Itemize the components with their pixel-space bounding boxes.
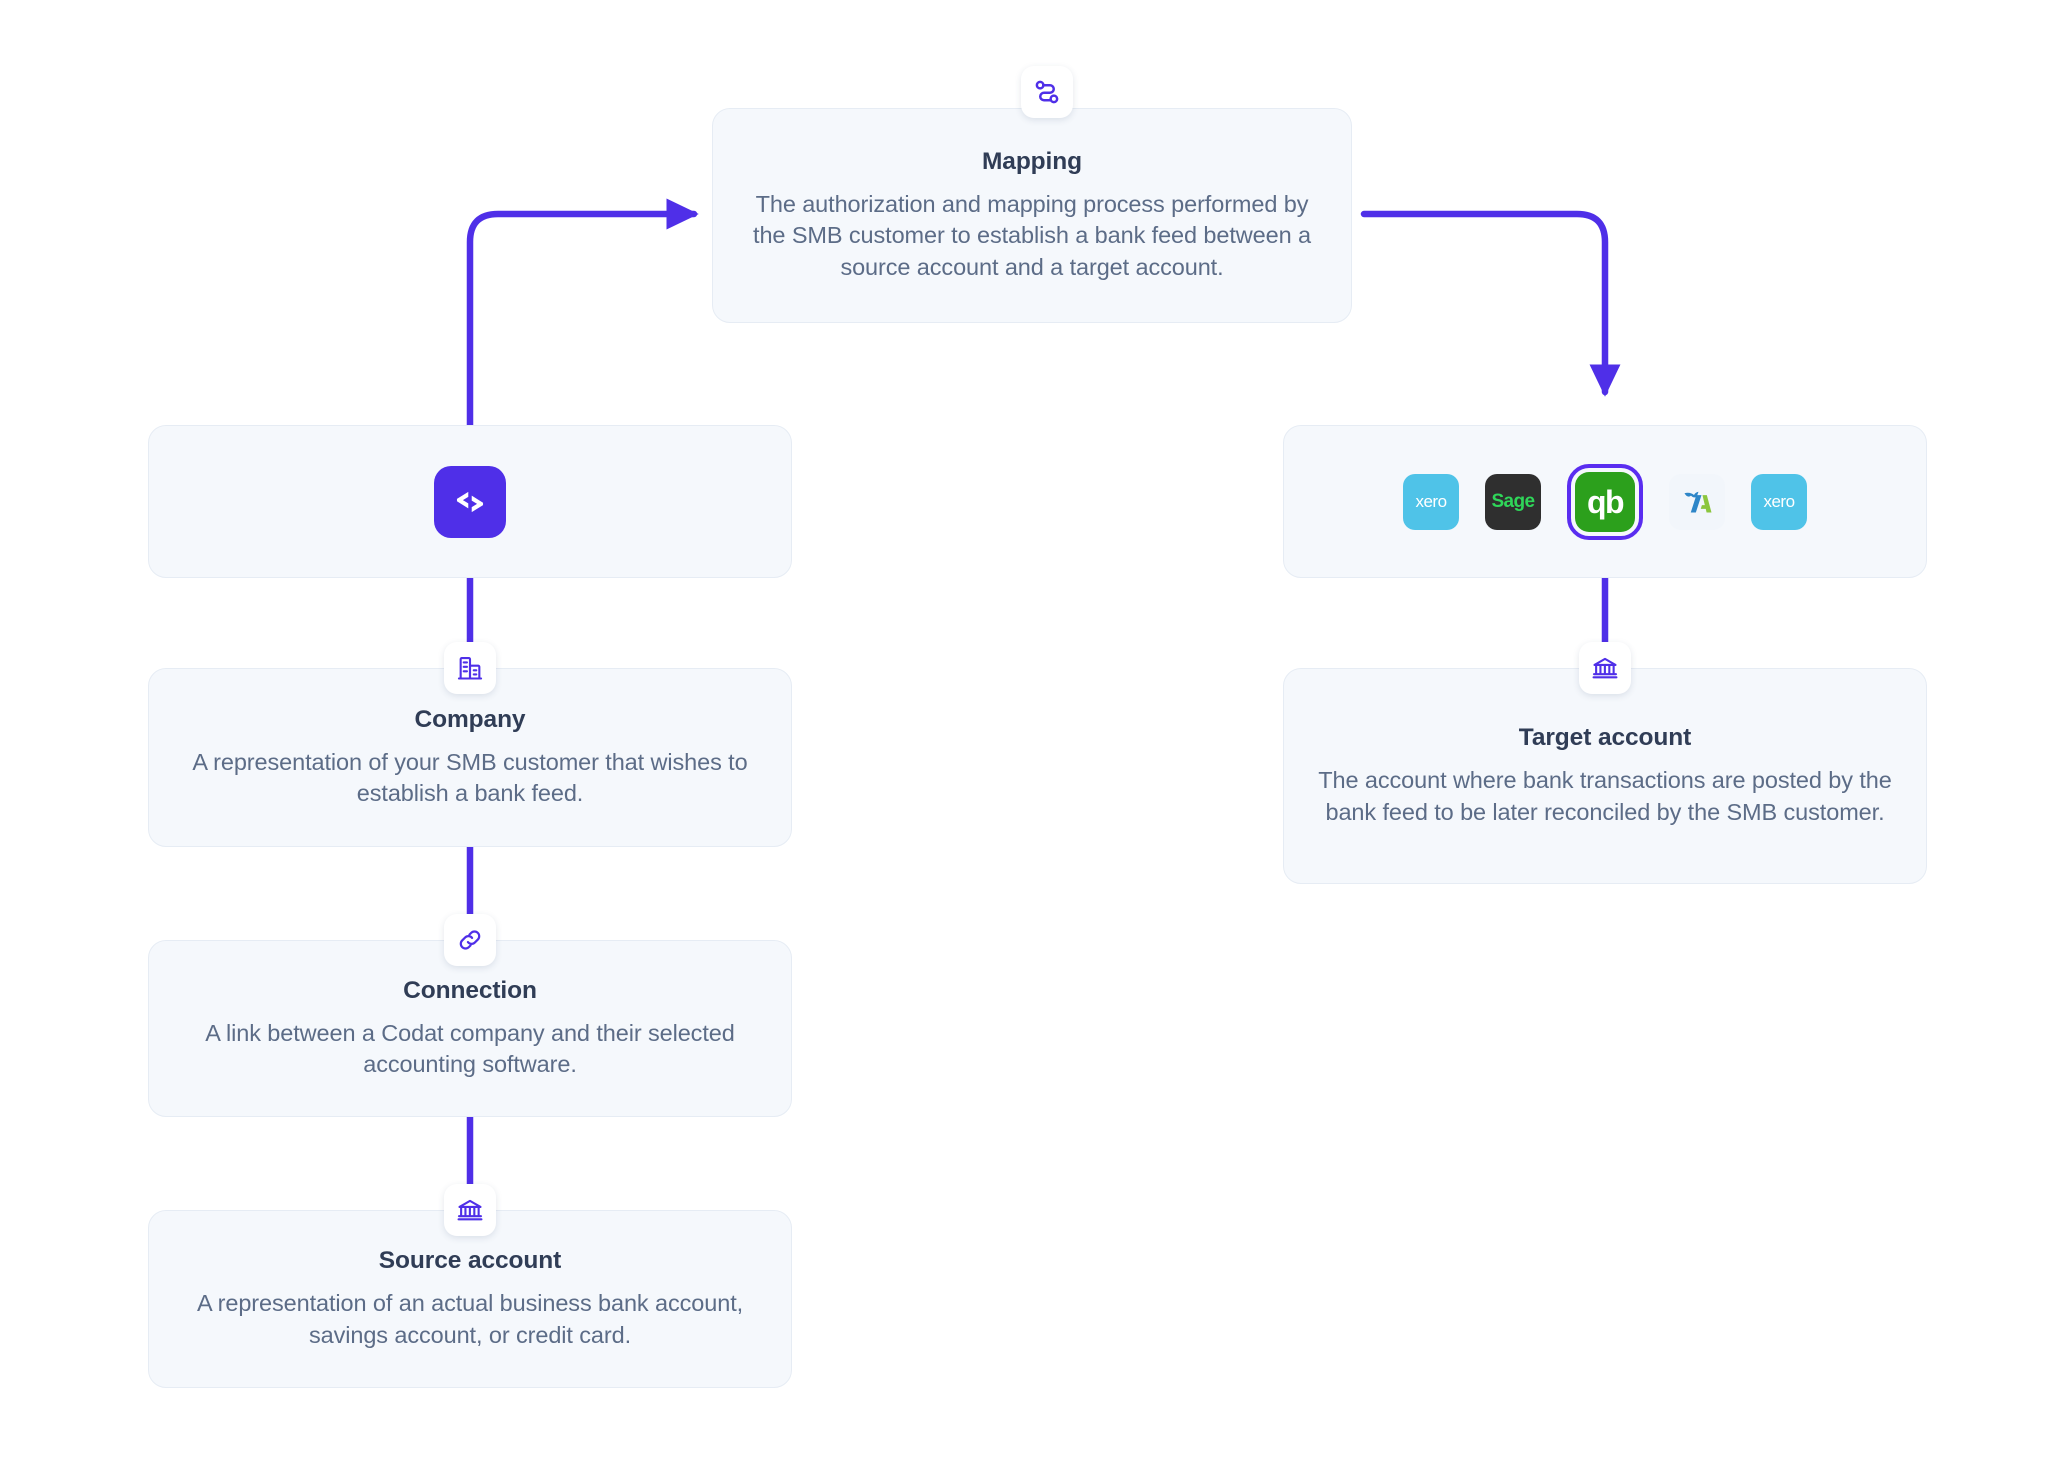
xero-wordmark: xero [1763, 491, 1795, 511]
node-codat-platform [148, 425, 792, 578]
integration-logo-xero-2[interactable]: xero [1751, 473, 1807, 530]
target-account-title: Target account [1518, 724, 1692, 752]
node-target-account: Target account The account where bank tr… [1283, 668, 1927, 884]
node-connection: Connection A link between a Codat compan… [148, 940, 792, 1117]
integration-logo-row: xero Sage qb [1403, 463, 1807, 540]
office-building-icon [444, 642, 496, 694]
node-accounting-integrations: xero Sage qb [1283, 425, 1927, 578]
wire-codat-to-mapping [466, 198, 699, 429]
wire-mapping-to-integrations [1360, 210, 1621, 397]
route-mapping-icon [1021, 66, 1073, 118]
quickbooks-wordmark: qb [1586, 483, 1625, 520]
connection-title: Connection [403, 976, 537, 1004]
freeagent-logo-icon [1669, 473, 1725, 530]
integration-logo-quickbooks-selected[interactable]: qb [1567, 463, 1643, 540]
company-description: A representation of your SMB customer th… [192, 748, 748, 806]
bank-building-icon [1579, 642, 1631, 694]
integration-logo-xero-1[interactable]: xero [1403, 473, 1459, 530]
selection-ring [1567, 463, 1643, 540]
bank-building-icon [444, 1184, 496, 1236]
mapping-title: Mapping [981, 148, 1082, 176]
target-account-description: The account where bank transactions are … [1318, 767, 1892, 825]
link-chain-icon [444, 914, 496, 966]
company-title: Company [414, 705, 526, 733]
node-mapping: Mapping The authorization and mapping pr… [712, 108, 1352, 323]
xero-wordmark: xero [1415, 491, 1447, 511]
sage-logo-icon: Sage [1485, 473, 1541, 530]
xero-logo-icon: xero [1403, 473, 1459, 530]
connection-description: A link between a Codat company and their… [205, 1019, 735, 1077]
source-account-description: A representation of an actual business b… [196, 1290, 744, 1348]
node-company: Company A representation of your SMB cus… [148, 668, 792, 847]
xero-logo-icon: xero [1751, 473, 1807, 530]
sage-wordmark: Sage [1491, 490, 1535, 512]
node-source-account: Source account A representation of an ac… [148, 1210, 792, 1388]
source-account-title: Source account [378, 1247, 562, 1275]
mapping-description: The authorization and mapping process pe… [753, 191, 1311, 280]
integration-logo-sage[interactable]: Sage [1485, 473, 1541, 530]
integration-logo-freeagent[interactable] [1669, 473, 1725, 530]
codat-code-brackets-logo [434, 465, 506, 538]
